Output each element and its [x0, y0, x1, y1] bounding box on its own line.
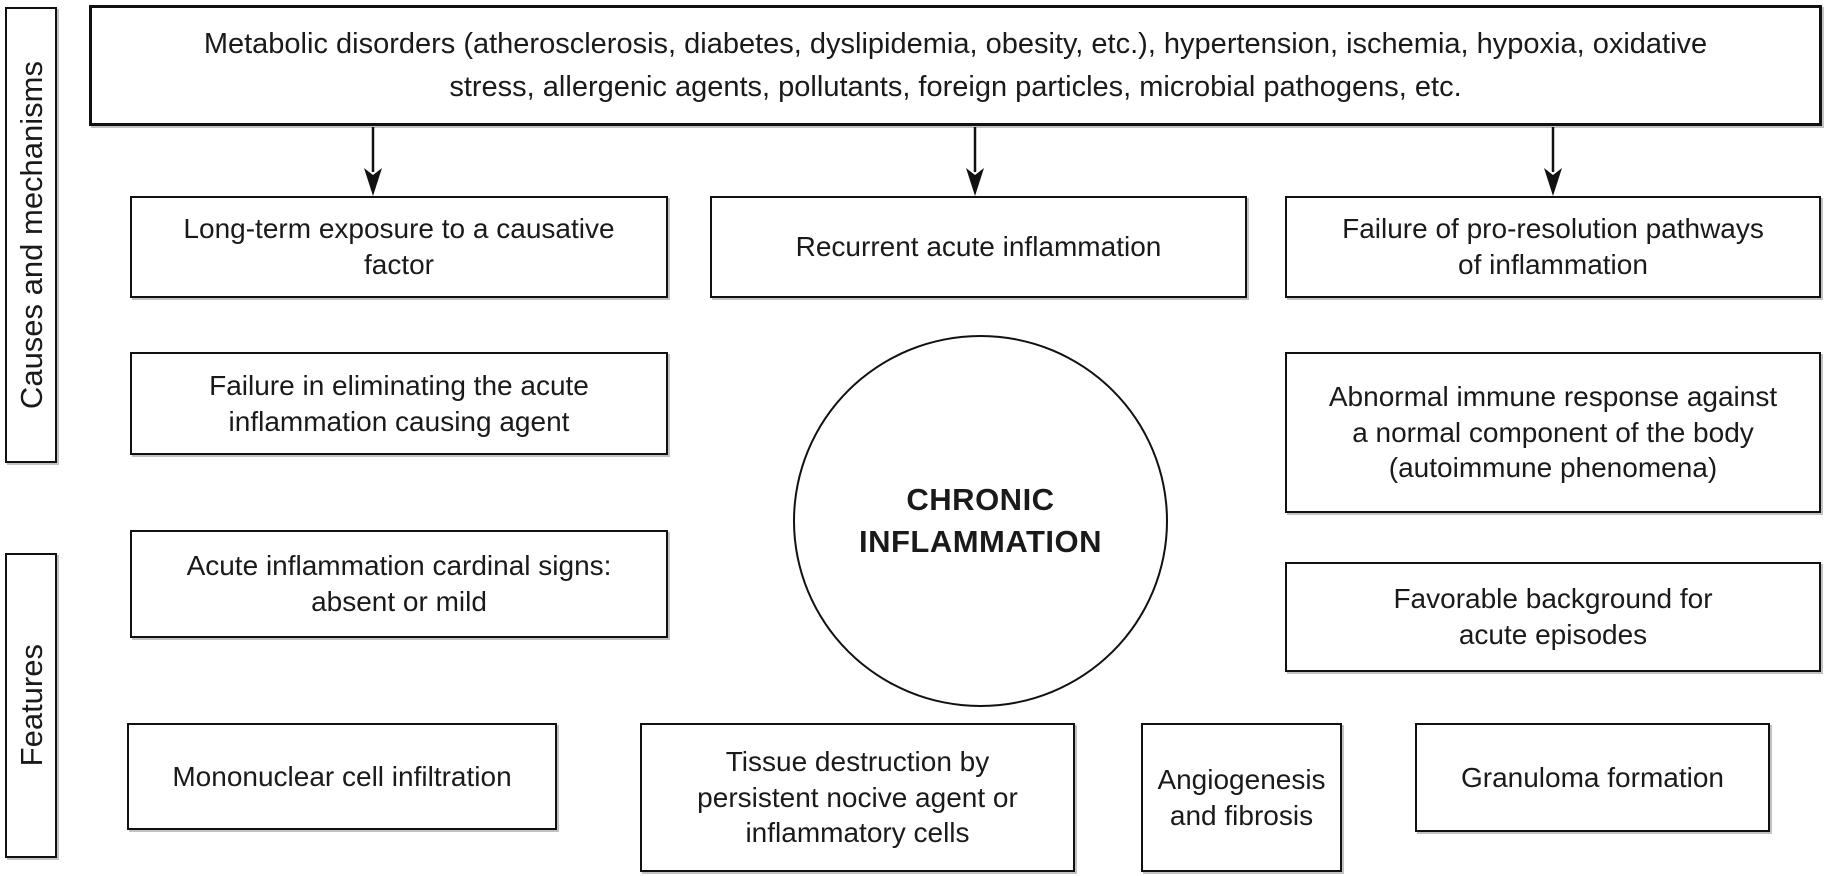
box-angiogenesis-fibrosis: Angiogenesis and fibrosis: [1141, 723, 1342, 872]
box-mononuclear-infiltration: Mononuclear cell infiltration: [127, 723, 557, 830]
side-label-causes-and-mechanisms: Causes and mechanisms: [5, 7, 57, 463]
down-arrow-icon: [1544, 127, 1562, 196]
box-tissue-destruction: Tissue destruction by persistent nocive …: [640, 723, 1075, 872]
box-cardinal-signs-text: Acute inflammation cardinal signs: absen…: [186, 550, 612, 617]
box-tissue-destruction-text: Tissue destruction by persistent nocive …: [697, 745, 1018, 849]
box-favorable-background-text: Favorable background for acute episodes: [1393, 583, 1713, 650]
box-failure-eliminating-agent: Failure in eliminating the acute inflamm…: [130, 352, 668, 455]
box-granuloma-formation-text: Granuloma formation: [1460, 761, 1724, 793]
box-long-term-exposure: Long-term exposure to a causative factor: [130, 196, 668, 298]
circle-chronic-inflammation: CHRONIC INFLAMMATION: [793, 335, 1168, 707]
box-failure-eliminating-agent-text: Failure in eliminating the acute inflamm…: [209, 369, 589, 437]
box-granuloma-formation: Granuloma formation: [1415, 723, 1770, 832]
box-pro-resolution-failure: Failure of pro-resolution pathways of in…: [1285, 196, 1821, 298]
box-favorable-background: Favorable background for acute episodes: [1285, 562, 1821, 672]
box-causative-factors: Metabolic disorders (atherosclerosis, di…: [89, 5, 1822, 126]
down-arrow-icon: [966, 127, 984, 196]
down-arrow-icon: [364, 127, 382, 196]
box-cardinal-signs: Acute inflammation cardinal signs: absen…: [130, 530, 668, 638]
box-abnormal-immune-response: Abnormal immune response against a norma…: [1285, 352, 1821, 513]
box-recurrent-acute-inflammation-text: Recurrent acute inflammation: [795, 231, 1162, 263]
box-recurrent-acute-inflammation: Recurrent acute inflammation: [710, 196, 1247, 298]
side-label-features: Features: [5, 553, 57, 858]
box-pro-resolution-failure-text: Failure of pro-resolution pathways of in…: [1342, 213, 1764, 280]
side-label-causes-text: Causes and mechanisms: [13, 60, 49, 410]
box-angiogenesis-fibrosis-text: Angiogenesis and fibrosis: [1157, 763, 1326, 831]
side-label-features-text: Features: [13, 644, 49, 767]
box-long-term-exposure-text: Long-term exposure to a causative factor: [183, 213, 615, 280]
box-abnormal-immune-response-text: Abnormal immune response against a norma…: [1328, 380, 1778, 484]
box-mononuclear-infiltration-text: Mononuclear cell infiltration: [172, 760, 512, 792]
circle-chronic-inflammation-text: CHRONIC INFLAMMATION: [858, 482, 1103, 559]
box-causative-factors-text: Metabolic disorders (atherosclerosis, di…: [203, 28, 1708, 103]
